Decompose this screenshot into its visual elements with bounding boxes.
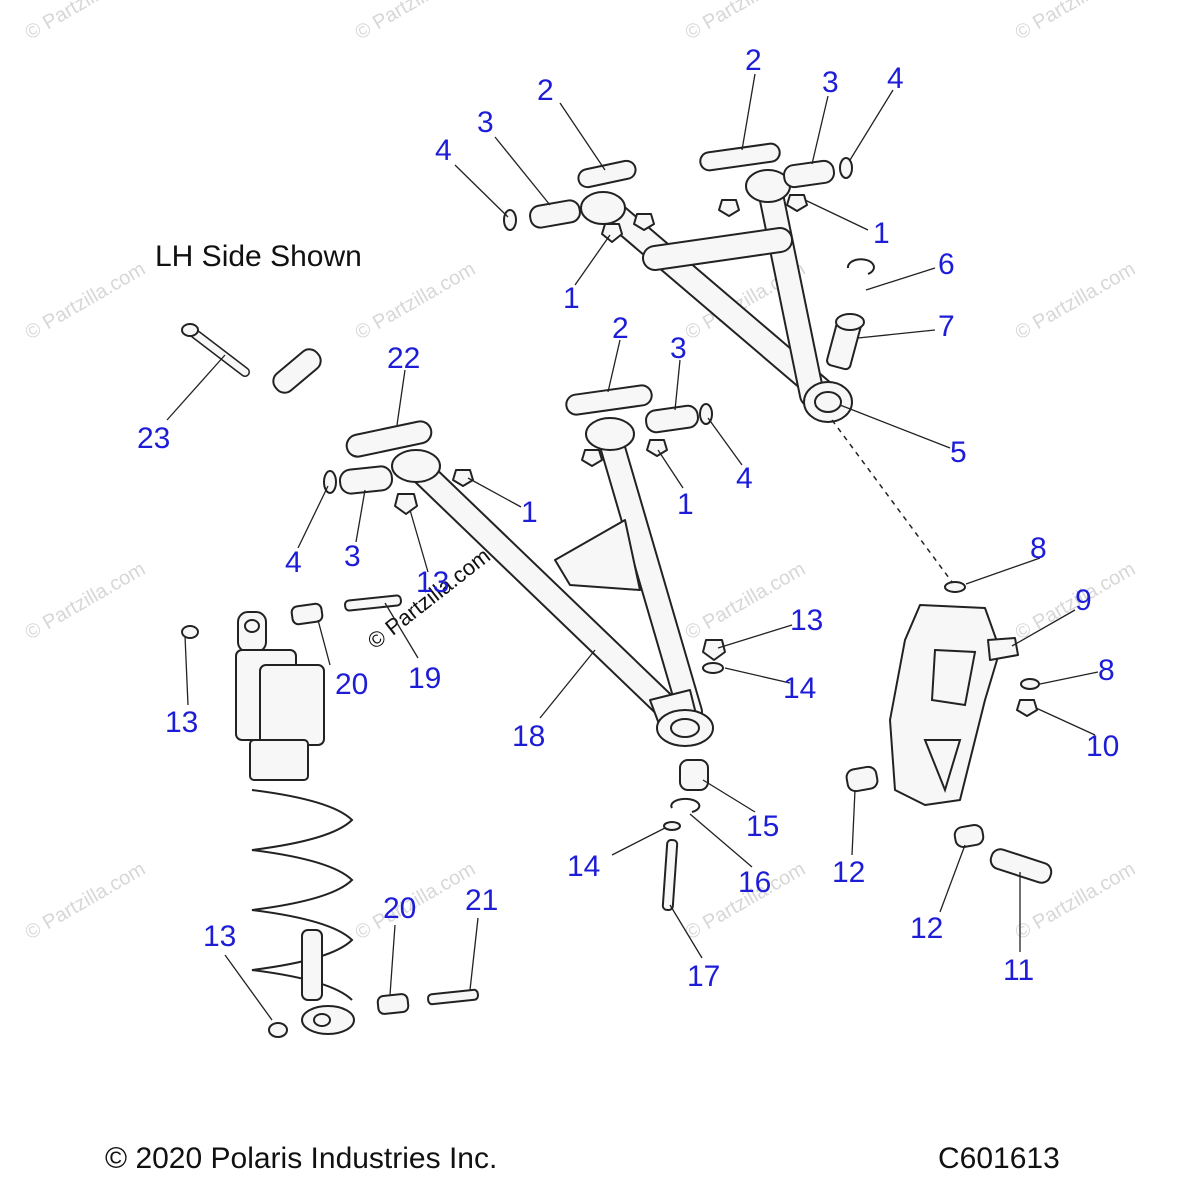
callout-1: 1 <box>563 282 580 315</box>
callout-9: 9 <box>1075 584 1092 617</box>
callout-20: 20 <box>335 668 368 701</box>
svg-text:© Partzilla.com: © Partzilla.com <box>352 0 480 44</box>
callout-3: 3 <box>670 332 687 365</box>
svg-text:© Partzilla.com: © Partzilla.com <box>22 258 150 344</box>
svg-text:© Partzilla.com: © Partzilla.com <box>352 258 480 344</box>
svg-text:© Partzilla.com: © Partzilla.com <box>1012 258 1140 344</box>
leader-lines <box>166 73 1099 1021</box>
callout-12: 12 <box>910 912 943 945</box>
callout-18: 18 <box>512 720 545 753</box>
callout-3: 3 <box>477 106 494 139</box>
callout-14: 14 <box>783 672 816 705</box>
callout-6: 6 <box>938 248 955 281</box>
callout-4: 4 <box>435 134 452 167</box>
callout-7: 7 <box>938 310 955 343</box>
svg-text:© Partzilla.com: © Partzilla.com <box>22 558 150 644</box>
lower-arm-hardware <box>323 384 726 911</box>
svg-text:© Partzilla.com: © Partzilla.com <box>1012 0 1140 44</box>
callout-2: 2 <box>612 312 629 345</box>
callout-11: 11 <box>1003 954 1034 987</box>
callout-21: 21 <box>465 884 498 917</box>
callout-8: 8 <box>1030 532 1047 565</box>
callout-8: 8 <box>1098 654 1115 687</box>
callout-5: 5 <box>950 436 967 469</box>
callout-13: 13 <box>790 604 823 637</box>
callout-1: 1 <box>521 496 538 529</box>
callout-19: 19 <box>408 662 441 695</box>
callout-15: 15 <box>746 810 779 843</box>
callout-4: 4 <box>736 462 753 495</box>
assembly-line <box>831 419 953 583</box>
callout-13: 13 <box>203 920 236 953</box>
bolt-and-link <box>181 323 322 394</box>
callout-23: 23 <box>137 422 170 455</box>
callout-10: 10 <box>1086 730 1119 763</box>
figure-code: C601613 <box>938 1142 1060 1175</box>
callout-17: 17 <box>687 960 720 993</box>
callout-22: 22 <box>387 342 420 375</box>
svg-text:© Partzilla.com: © Partzilla.com <box>682 0 810 44</box>
steering-knuckle <box>845 581 1053 884</box>
callout-16: 16 <box>738 866 771 899</box>
lower-a-arm <box>391 417 714 747</box>
callout-4: 4 <box>887 62 904 95</box>
side-label: LH Side Shown <box>155 240 362 273</box>
shock-absorber <box>181 594 479 1038</box>
callout-numbers: 2 2 3 3 4 4 1 1 6 7 5 LH Side Shown 22 2… <box>137 44 1119 993</box>
upper-arm-hardware <box>503 142 875 371</box>
callout-1: 1 <box>873 217 890 250</box>
upper-a-arm <box>580 169 853 423</box>
callout-4: 4 <box>285 546 302 579</box>
callout-3: 3 <box>344 540 361 573</box>
callout-20: 20 <box>383 892 416 925</box>
svg-text:© Partzilla.com: © Partzilla.com <box>22 858 150 944</box>
callout-13: 13 <box>416 566 449 599</box>
callout-1: 1 <box>677 488 694 521</box>
copyright-text: © 2020 Polaris Industries Inc. <box>105 1142 497 1175</box>
callout-14: 14 <box>567 850 600 883</box>
svg-text:© Partzilla.com: © Partzilla.com <box>22 0 150 44</box>
watermark-layer: © Partzilla.com © Partzilla.com © Partzi… <box>22 0 1140 944</box>
callout-13: 13 <box>165 706 198 739</box>
callout-2: 2 <box>745 44 762 77</box>
callout-3: 3 <box>822 66 839 99</box>
callout-2: 2 <box>537 74 554 107</box>
callout-12: 12 <box>832 856 865 889</box>
